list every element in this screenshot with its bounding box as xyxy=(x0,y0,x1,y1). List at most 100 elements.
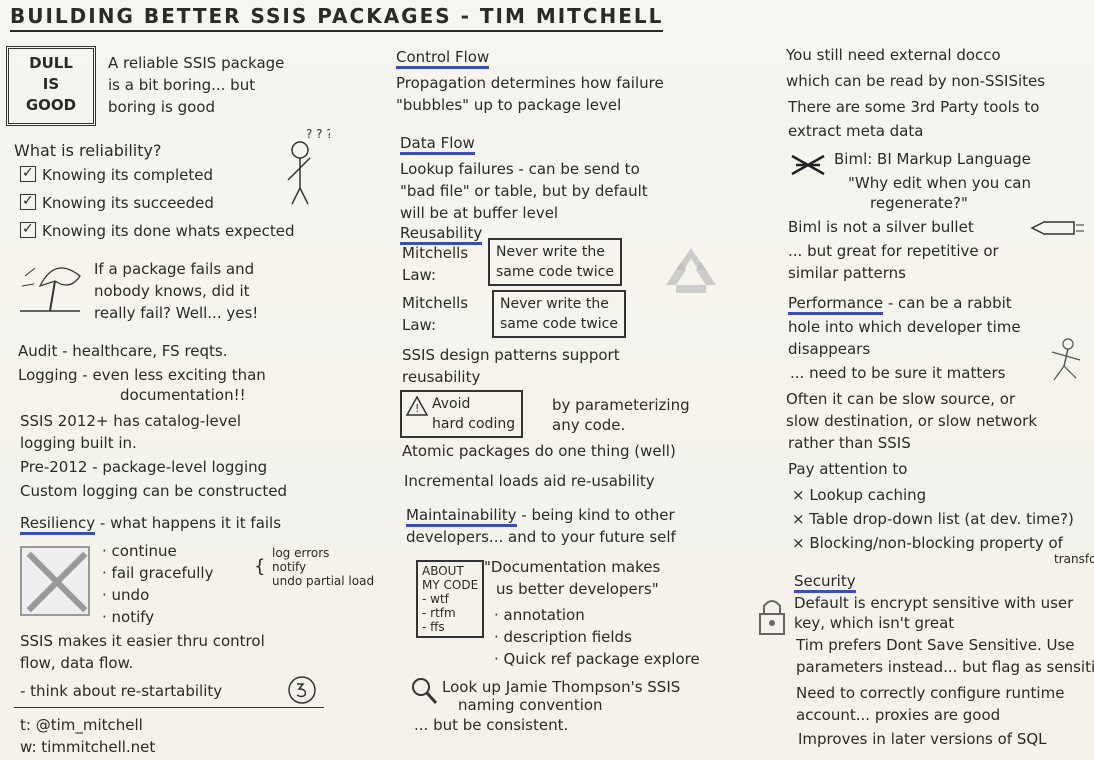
security-label: Security xyxy=(794,572,856,593)
sec-text-7: Improves in later versions of SQL xyxy=(798,730,1047,748)
page-title: BUILDING BETTER SSIS PACKAGES - TIM MITC… xyxy=(10,4,664,32)
pay-attention: Pay attention to xyxy=(788,460,908,478)
avoid-line2: hard coding xyxy=(432,416,516,432)
law2-box-line2: same code twice xyxy=(500,316,618,332)
check-label: Knowing its succeeded xyxy=(42,194,214,212)
resiliency-heading: Resiliency xyxy=(20,514,96,535)
df-text-1: Lookup failures - can be send to xyxy=(400,160,640,178)
law2-box: Never write the same code twice xyxy=(492,290,626,338)
check-item-1: Knowing its completed xyxy=(20,162,213,186)
silver-bullet-icon xyxy=(1030,221,1084,235)
pay-list-3: × Blocking/non-blocking property of xyxy=(792,534,1063,552)
sec-text-2: key, which isn't great xyxy=(794,614,955,632)
doc-quote-1: "Documentation makes xyxy=(484,558,661,576)
data-flow-label: Data Flow xyxy=(400,134,475,155)
res-list-1: · continue xyxy=(102,542,177,560)
resiliency-line: Resiliency - what happens it it fails xyxy=(20,512,281,535)
biml-logo-icon xyxy=(791,154,825,176)
logging-text-1: Logging - even less exciting than xyxy=(18,366,266,384)
divider xyxy=(14,707,324,708)
ssis-makes-2: flow, data flow. xyxy=(20,654,134,672)
performance-heading: Performance xyxy=(788,294,884,315)
checkbox-icon xyxy=(20,218,36,240)
failure-x-icon xyxy=(20,546,90,616)
external-4: extract meta data xyxy=(788,122,924,140)
doc-list-3: · Quick ref package explore xyxy=(494,650,700,668)
audit-text: Audit - healthcare, FS reqts. xyxy=(18,342,228,360)
patterns-text-1: SSIS design patterns support xyxy=(402,346,620,364)
check-label: Knowing its completed xyxy=(42,166,213,184)
sec-text-3: Tim prefers Dont Save Sensitive. Use xyxy=(796,636,1075,654)
law1-box-line1: Never write the xyxy=(496,244,605,260)
tree-text-2: nobody knows, did it xyxy=(94,282,250,300)
maint-rest: - being kind to other xyxy=(516,506,675,524)
doc-list-2: · description fields xyxy=(494,628,632,646)
dull-is-good-box: DULL IS GOOD xyxy=(6,46,96,126)
ssis2012-text-2: logging built in. xyxy=(20,434,137,452)
ssis2012-text-1: SSIS 2012+ has catalog-level xyxy=(20,412,242,430)
security-heading: Security xyxy=(794,570,856,593)
padlock-icon xyxy=(759,600,785,635)
intro-line-3: boring is good xyxy=(108,98,215,116)
performance-line: Performance - can be a rabbit xyxy=(788,292,1012,315)
resiliency-rest: - what happens it it fails xyxy=(95,514,282,532)
control-flow-label: Control Flow xyxy=(396,48,490,69)
maintainability-heading: Maintainability xyxy=(406,506,517,527)
biml-text-3: regenerate?" xyxy=(870,194,968,212)
biml-text-2: "Why edit when you can xyxy=(848,174,1032,192)
ssis-makes-1: SSIS makes it easier thru control xyxy=(20,632,265,650)
about-line-1: ABOUT xyxy=(422,564,464,578)
lookup-text-1: Look up Jamie Thompson's SSIS xyxy=(442,678,681,696)
external-3: There are some 3rd Party tools to xyxy=(788,98,1040,116)
about-line-5: - ffs xyxy=(422,620,445,634)
bracket-icon: { xyxy=(254,556,266,577)
running-person-icon xyxy=(1051,338,1081,381)
maint-text-2: developers... and to your future self xyxy=(406,528,676,546)
tree-text-3: really fail? Well... yes! xyxy=(94,304,259,322)
often-1: Often it can be slow source, or xyxy=(786,390,1016,408)
svg-text:!: ! xyxy=(415,402,419,415)
often-2: slow destination, or slow network xyxy=(786,412,1038,430)
law2-label: Law: xyxy=(402,316,437,334)
sec-text-1: Default is encrypt sensitive with user xyxy=(794,594,1074,612)
svg-text:? ? ?: ? ? ? xyxy=(306,128,330,141)
checkbox-icon xyxy=(20,162,36,184)
magnifier-icon xyxy=(412,678,438,705)
check-label: Knowing its done whats expected xyxy=(42,222,295,240)
law1-label: Law: xyxy=(402,266,437,284)
restart-text: - think about re-startability xyxy=(20,682,223,700)
intro-line-2: is a bit boring... but xyxy=(108,76,256,94)
falling-tree-icon xyxy=(20,267,81,312)
law1-box-line2: same code twice xyxy=(496,264,614,280)
biml-text-1: Biml: BI Markup Language xyxy=(834,150,1031,168)
check-item-3: Knowing its done whats expected xyxy=(20,218,295,242)
about-line-2: MY CODE xyxy=(422,578,479,592)
thinking-person-icon: ? ? ? xyxy=(287,128,330,205)
checkbox-icon xyxy=(20,190,36,212)
custom-logging-text: Custom logging can be constructed xyxy=(20,482,287,500)
often-3: rather than SSIS xyxy=(788,434,911,452)
sec-text-4: parameters instead... but flag as sensit… xyxy=(796,658,1094,676)
is-label: IS xyxy=(42,75,60,93)
fail-note-1: log errors xyxy=(272,546,330,560)
biml-not-3: similar patterns xyxy=(788,264,906,282)
res-list-2: · fail gracefully xyxy=(102,564,214,582)
pre2012-text: Pre-2012 - package-level logging xyxy=(20,458,268,476)
df-text-3: will be at buffer level xyxy=(400,204,559,222)
about-line-4: - rtfm xyxy=(422,606,456,620)
patterns-text-2: reusability xyxy=(402,368,481,386)
external-1: You still need external docco xyxy=(786,46,1001,64)
param-text-2: any code. xyxy=(552,416,626,434)
check-item-2: Knowing its succeeded xyxy=(20,190,214,214)
cf-text-2: "bubbles" up to package level xyxy=(396,96,622,114)
perf-text-1: hole into which developer time xyxy=(788,318,1021,336)
reliability-question: What is reliability? xyxy=(14,141,162,160)
maint-line: Maintainability - being kind to other xyxy=(406,504,675,527)
reusability-heading: Reusability xyxy=(400,222,483,245)
fail-note-3: undo partial load xyxy=(272,574,375,588)
biml-not-1: Biml is not a silver bullet xyxy=(788,218,974,236)
about-my-code-note: ABOUT MY CODE - wtf - rtfm - ffs xyxy=(416,560,485,638)
control-flow-heading: Control Flow xyxy=(396,46,490,69)
law2-box-line1: Never write the xyxy=(500,296,609,312)
